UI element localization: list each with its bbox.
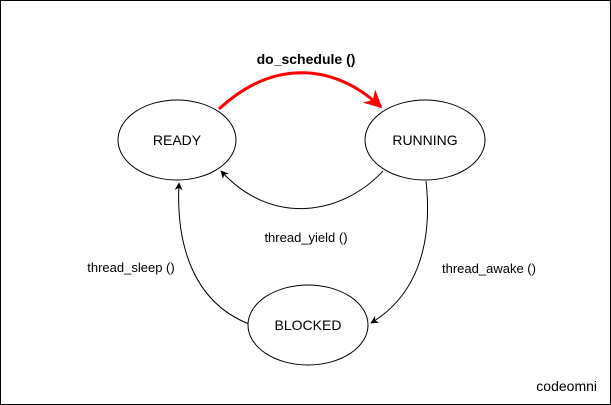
state-ready: READY bbox=[117, 99, 237, 181]
state-ready-shape bbox=[117, 99, 237, 181]
watermark-label: codeomni bbox=[536, 378, 597, 394]
state-blocked-shape bbox=[247, 284, 369, 366]
edge-thread-sleep bbox=[174, 182, 250, 325]
edge-do-schedule bbox=[217, 71, 383, 111]
state-running-shape bbox=[364, 99, 486, 181]
state-blocked-label: BLOCKED bbox=[275, 317, 342, 333]
label-thread-sleep: thread_sleep () bbox=[87, 260, 174, 275]
label-thread-yield: thread_yield () bbox=[264, 230, 347, 245]
state-running-label: RUNNING bbox=[392, 132, 457, 148]
state-blocked: BLOCKED bbox=[247, 284, 369, 366]
label-thread-awake: thread_awake () bbox=[442, 261, 536, 276]
state-running: RUNNING bbox=[364, 99, 486, 181]
label-do-schedule: do_schedule () bbox=[257, 51, 356, 67]
edge-thread-awake bbox=[370, 180, 429, 324]
state-ready-label: READY bbox=[153, 132, 202, 148]
edge-thread-yield bbox=[220, 170, 384, 210]
